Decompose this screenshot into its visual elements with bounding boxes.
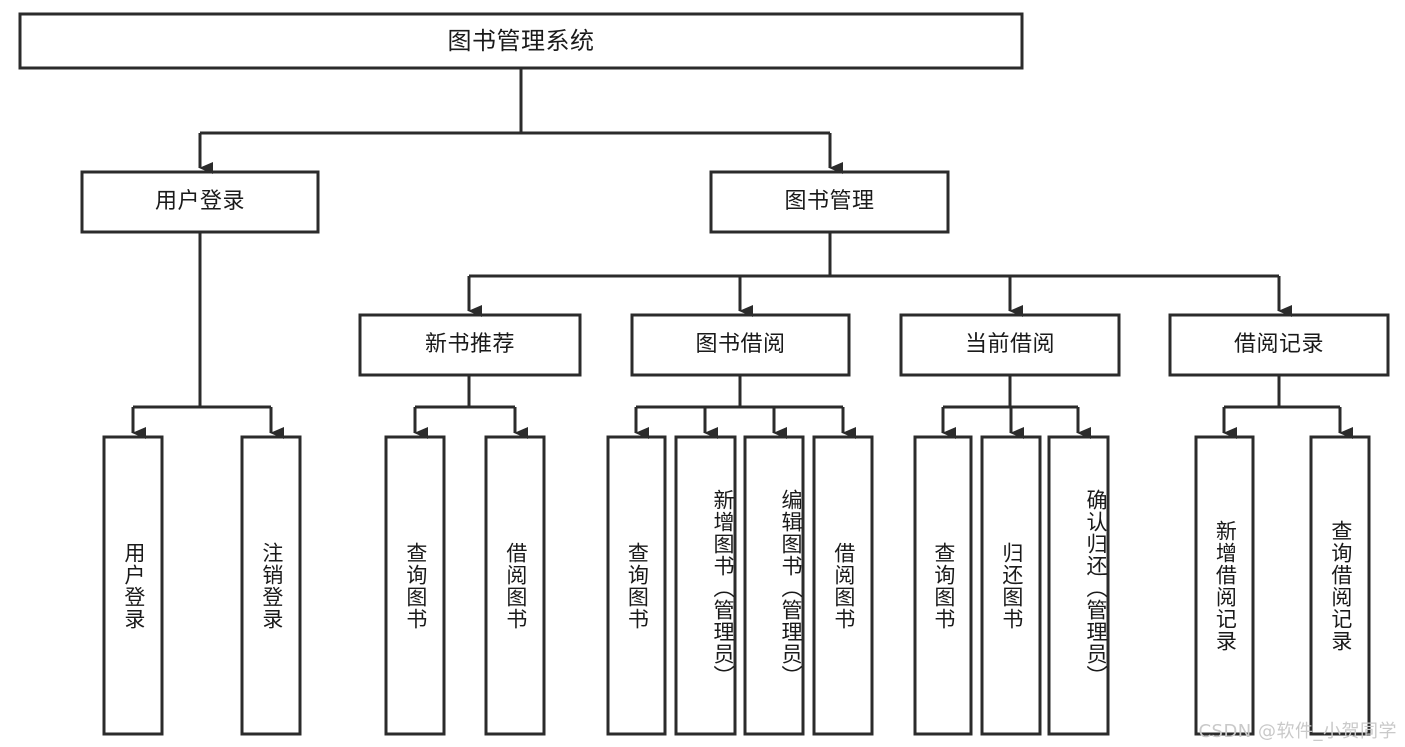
- node-box-leaf-borrow-book[interactable]: [812, 435, 874, 736]
- node-box-leaf-query-borrow-record[interactable]: [1309, 435, 1371, 736]
- node-box-user-login[interactable]: [80, 170, 320, 234]
- node-box-leaf-edit-book-admin[interactable]: [743, 435, 805, 736]
- node-box-leaf-logout[interactable]: [240, 435, 302, 736]
- node-box-book-management[interactable]: [709, 170, 950, 234]
- node-box-new-book-recommend[interactable]: [358, 313, 582, 377]
- node-box-leaf-query-book-current[interactable]: [913, 435, 973, 736]
- node-box-leaf-borrow-book-rec[interactable]: [484, 435, 546, 736]
- node-box-root[interactable]: [18, 12, 1024, 70]
- node-box-leaf-query-book-borrow[interactable]: [606, 435, 667, 736]
- node-box-leaf-query-book-rec[interactable]: [384, 435, 446, 736]
- node-box-leaf-confirm-return-admin[interactable]: [1047, 435, 1110, 736]
- node-box-leaf-return-book[interactable]: [980, 435, 1042, 736]
- node-box-leaf-add-borrow-record[interactable]: [1194, 435, 1255, 736]
- node-box-leaf-user-login[interactable]: [102, 435, 164, 736]
- node-box-book-borrow[interactable]: [630, 313, 851, 377]
- node-box-leaf-add-book-admin[interactable]: [674, 435, 737, 736]
- node-box-borrow-record[interactable]: [1168, 313, 1390, 377]
- node-box-current-borrow[interactable]: [899, 313, 1121, 377]
